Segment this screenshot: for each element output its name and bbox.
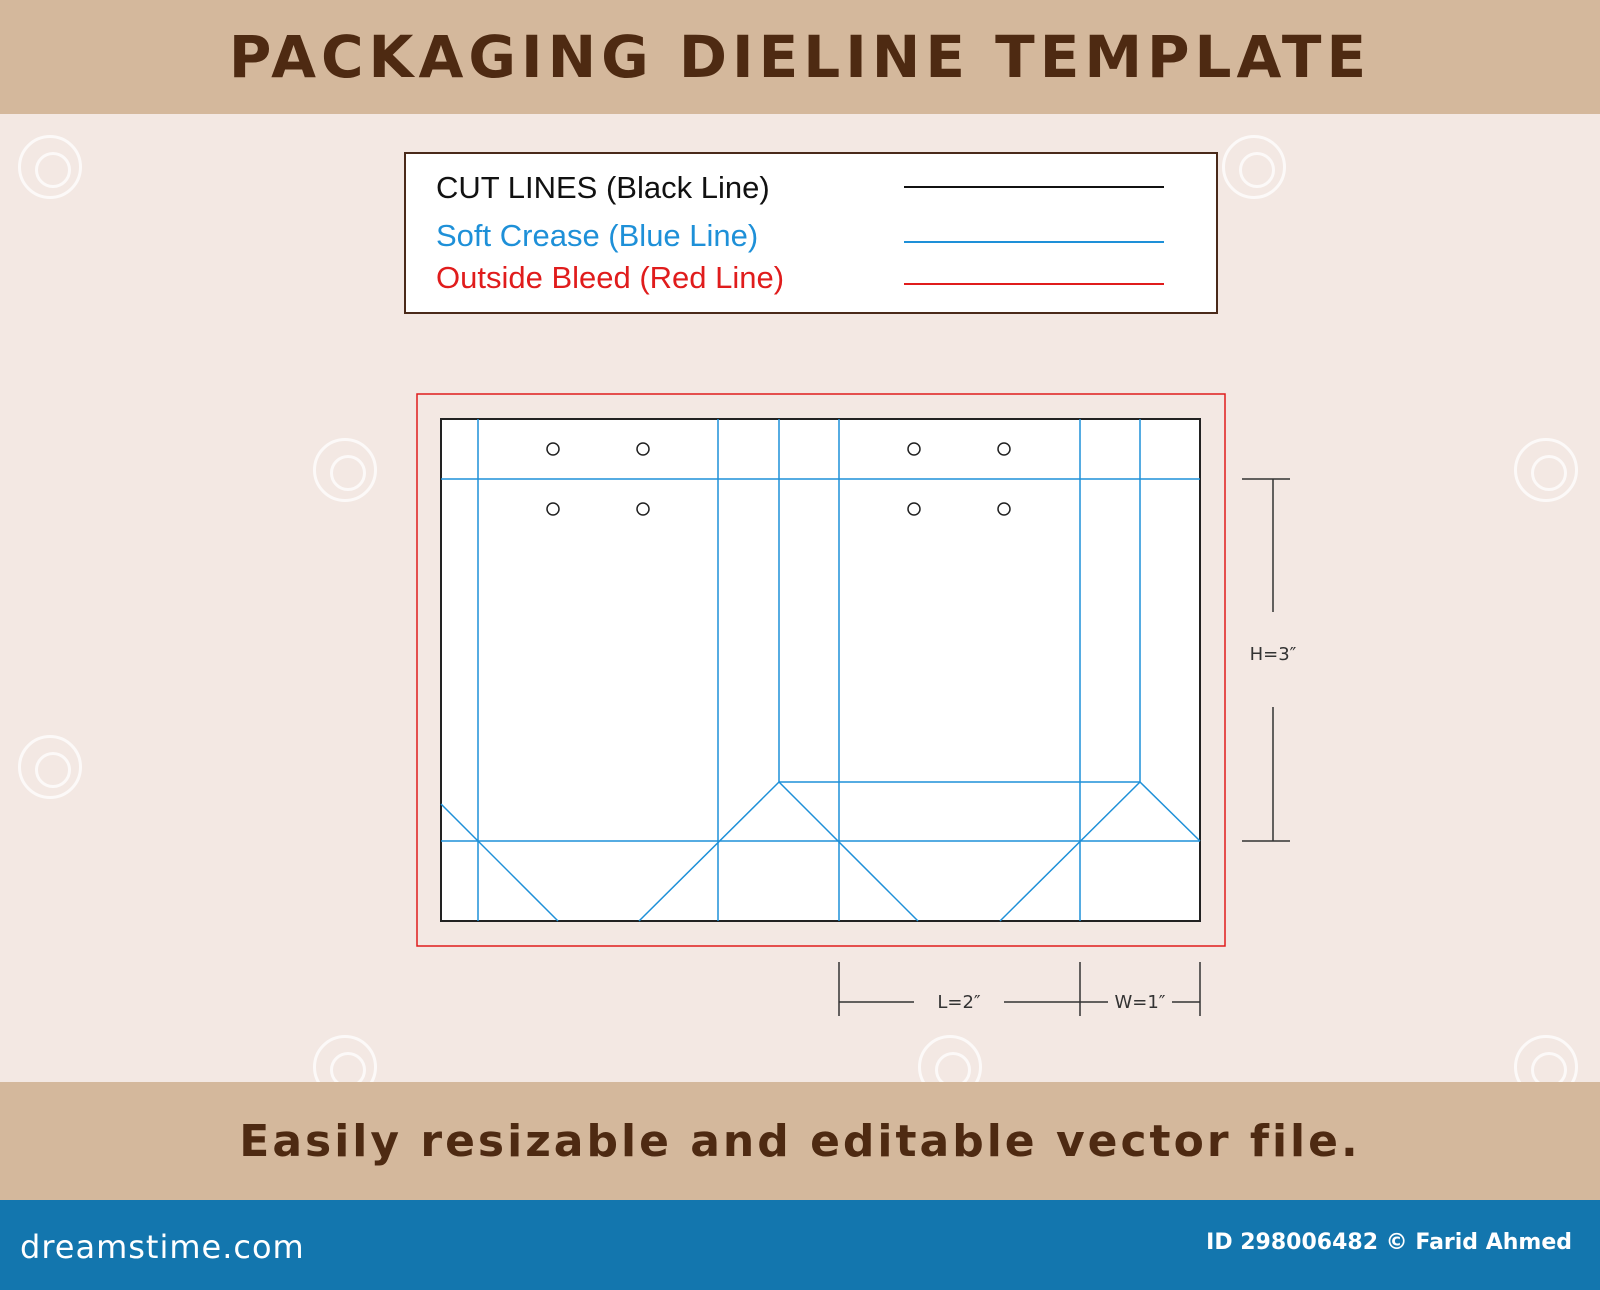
legend-box: CUT LINES (Black Line) Soft Crease (Blue… bbox=[404, 152, 1218, 314]
height-dimension bbox=[1242, 478, 1290, 842]
watermark-spiral-icon bbox=[1222, 135, 1286, 199]
handle-hole bbox=[636, 502, 650, 516]
crease-diagonal bbox=[778, 781, 919, 922]
handle-hole bbox=[546, 502, 560, 516]
header-band bbox=[0, 0, 1600, 114]
handle-hole bbox=[997, 502, 1011, 516]
handle-holes bbox=[546, 442, 1011, 516]
crease-diagonal bbox=[440, 803, 559, 922]
brand-logo-text[interactable]: dreamstime.com bbox=[20, 1228, 305, 1266]
legend-soft-crease-label: Soft Crease (Blue Line) bbox=[436, 218, 759, 253]
handle-hole bbox=[907, 442, 921, 456]
watermark-spiral-icon bbox=[18, 135, 82, 199]
cut-outline bbox=[440, 418, 1201, 922]
handle-hole bbox=[546, 442, 560, 456]
crease-diagonal bbox=[999, 781, 1141, 922]
legend-cut-label: CUT LINES (Black Line) bbox=[436, 170, 770, 205]
legend-cut-line bbox=[904, 186, 1164, 188]
handle-hole bbox=[636, 442, 650, 456]
page-title: PACKAGING DIELINE TEMPLATE bbox=[228, 23, 1372, 91]
handle-hole bbox=[907, 502, 921, 516]
crease-lines bbox=[440, 419, 1201, 922]
length-label: L=2″ bbox=[937, 992, 981, 1013]
watermark-spiral-icon bbox=[313, 438, 377, 502]
legend-soft-crease-line bbox=[904, 241, 1164, 243]
legend-outside-bleed-line bbox=[904, 283, 1164, 285]
length-width-dimension bbox=[838, 962, 1201, 1016]
watermark-spiral-icon bbox=[18, 735, 82, 799]
footer-bar bbox=[0, 1200, 1600, 1290]
image-credit: ID 298006482 © Farid Ahmed bbox=[1206, 1230, 1572, 1255]
watermark-spiral-icon bbox=[1514, 438, 1578, 502]
handle-hole bbox=[997, 442, 1011, 456]
crease-diagonal bbox=[1139, 781, 1201, 842]
crease-diagonal bbox=[638, 781, 780, 922]
legend-outside-bleed-label: Outside Bleed (Red Line) bbox=[436, 260, 785, 295]
height-label: H=3″ bbox=[1250, 644, 1297, 665]
tagline-band bbox=[0, 1082, 1600, 1200]
width-label: W=1″ bbox=[1114, 992, 1165, 1013]
tagline: Easily resizable and editable vector fil… bbox=[239, 1115, 1361, 1167]
bleed-outline bbox=[416, 393, 1226, 947]
